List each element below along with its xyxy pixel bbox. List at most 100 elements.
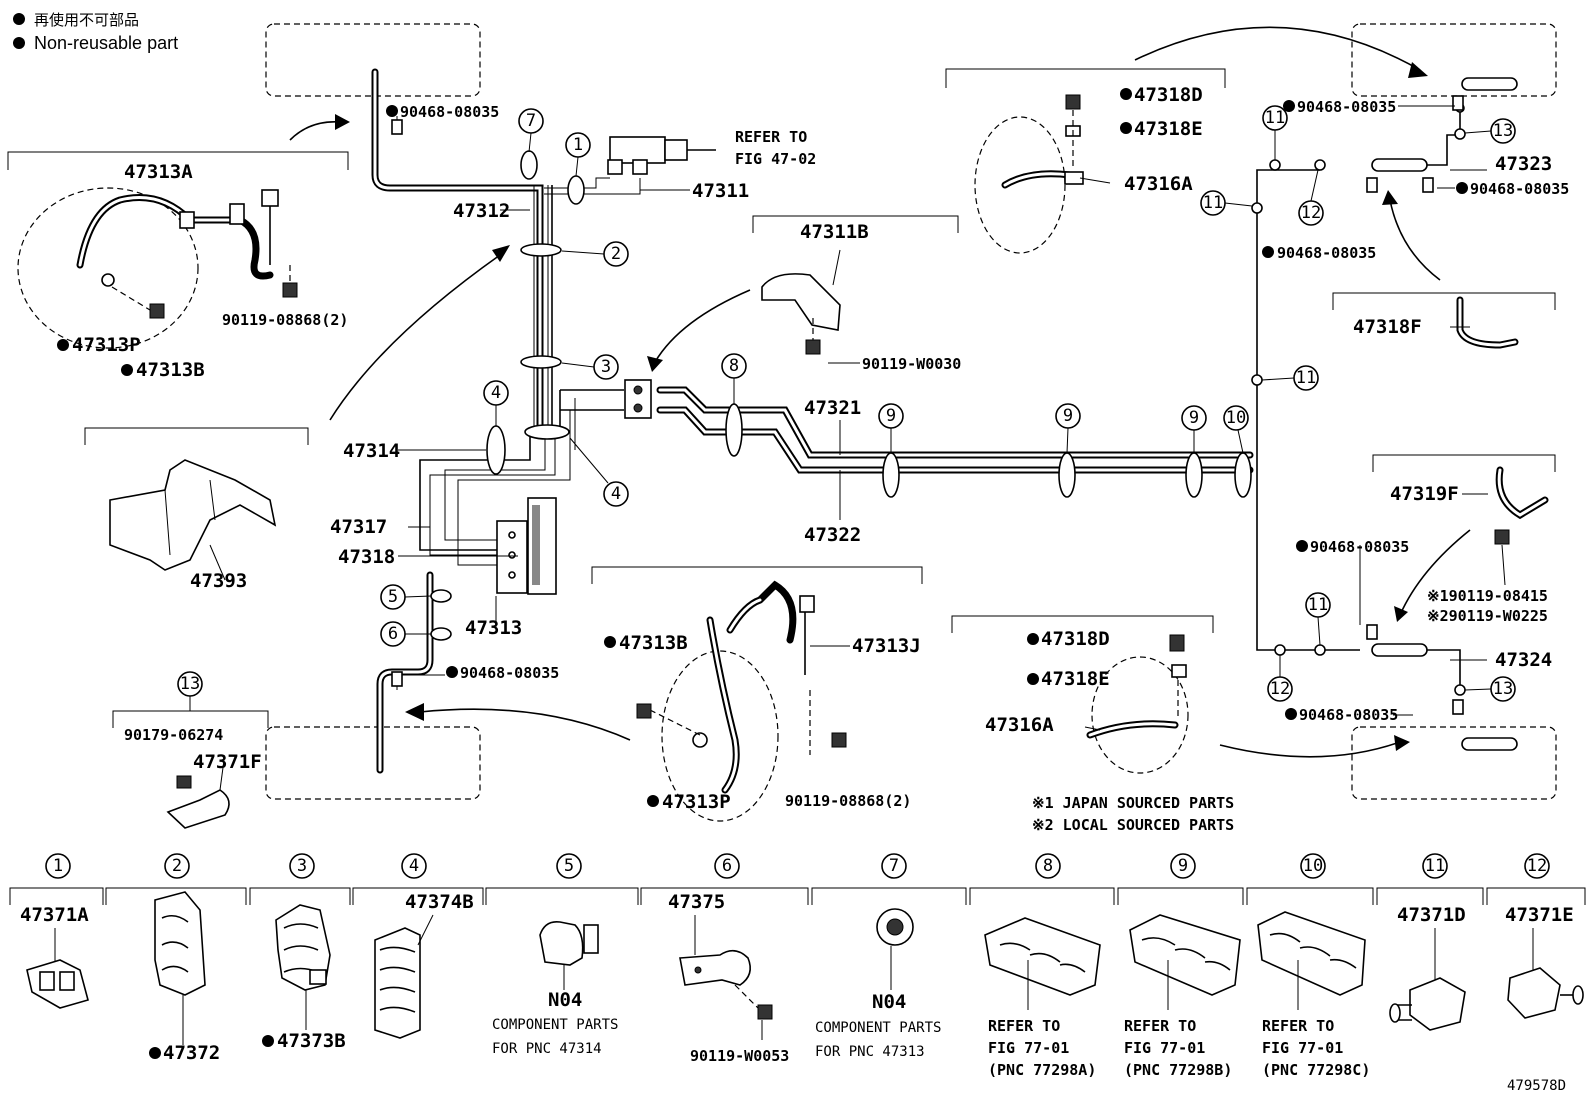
label-47313B-mid: 47313B: [619, 632, 688, 654]
label-47313P-mid: 47313P: [662, 791, 731, 813]
bottom-callout-6: 6: [722, 856, 732, 876]
bottom-note-10-line1: REFER TO: [1262, 1017, 1334, 1035]
label-90119-08868-left: 90119-08868(2): [222, 311, 348, 329]
flow-arrows: [289, 26, 1471, 758]
callout-12a: 12: [1301, 203, 1321, 223]
bottom-label-47375: 47375: [668, 891, 725, 913]
label-47316A-bottom: 47316A: [985, 714, 1054, 736]
leader-lines: [209, 105, 1506, 791]
label-47313A: 47313A: [124, 161, 193, 183]
callout-9b: 9: [1063, 406, 1073, 426]
bottom-note-8-line1: REFER TO: [988, 1017, 1060, 1035]
label-47314: 47314: [343, 440, 400, 462]
bottom-note-6: 90119-W0053: [690, 1047, 789, 1065]
label-47321: 47321: [804, 397, 861, 419]
callout-7: 7: [526, 111, 536, 131]
bottom-callout-12: 12: [1527, 856, 1547, 876]
non-reusable-bullets: [57, 88, 1468, 1059]
label-47313B-left: 47313B: [136, 359, 205, 381]
label-90119-W0030: 90119-W0030: [862, 355, 961, 373]
bottom-callout-7: 7: [889, 856, 899, 876]
bottom-note-7-line2: FOR PNC 47313: [815, 1044, 925, 1060]
label-refer-fig-line1: REFER TO: [735, 128, 807, 146]
label-47318D-top: 47318D: [1134, 84, 1203, 106]
label-47311B: 47311B: [800, 221, 869, 243]
label-90119-08868-mid: 90119-08868(2): [785, 792, 911, 810]
label-47322: 47322: [804, 524, 861, 546]
bottom-note-8-line2: FIG 77-01: [988, 1039, 1069, 1057]
label-90119-W0225: ※290119-W0225: [1427, 607, 1548, 625]
label-47318E-bottom: 47318E: [1041, 668, 1110, 690]
label-47316A-top: 47316A: [1124, 173, 1193, 195]
label-47393: 47393: [190, 570, 247, 592]
callout-10: 10: [1226, 408, 1246, 428]
note-local-sourced: ※2 LOCAL SOURCED PARTS: [1032, 816, 1234, 834]
bottom-note-9-line1: REFER TO: [1124, 1017, 1196, 1035]
center-tube-bundle: [371, 68, 716, 774]
label-90468-08035-r2: 90468-08035: [1299, 706, 1398, 724]
figure-code: 479578D: [1507, 1078, 1566, 1094]
label-47371F: 47371F: [193, 751, 262, 773]
hose-assemblies: [17, 94, 1549, 829]
bottom-callout-2: 2: [172, 856, 182, 876]
callout-5: 5: [388, 587, 398, 607]
bottom-callout-8: 8: [1043, 856, 1053, 876]
legend: 再使用不可部品 Non-reusable part: [13, 11, 178, 53]
label-90468-08035-tr3: 90468-08035: [1277, 244, 1376, 262]
label-47319F: 47319F: [1390, 483, 1459, 505]
label-90468-08035-mid-left: 90468-08035: [460, 664, 559, 682]
label-refer-fig-line2: FIG 47-02: [735, 150, 816, 168]
bottom-note-10-line2: FIG 77-01: [1262, 1039, 1343, 1057]
bottom-label-N04-1: N04: [548, 989, 582, 1011]
callout-4a: 4: [491, 383, 501, 403]
bottom-note-9-line2: FIG 77-01: [1124, 1039, 1205, 1057]
bottom-callout-4: 4: [409, 856, 419, 876]
label-47311: 47311: [692, 180, 749, 202]
callout-6: 6: [388, 624, 398, 644]
callout-13c: 13: [180, 674, 200, 694]
label-47324: 47324: [1495, 649, 1552, 671]
label-47312: 47312: [453, 200, 510, 222]
label-90468-08035-top-left: 90468-08035: [400, 103, 499, 121]
callout-9c: 9: [1189, 408, 1199, 428]
label-47318F: 47318F: [1353, 316, 1422, 338]
callout-11c: 11: [1296, 368, 1316, 388]
bottom-label-47371E: 47371E: [1505, 904, 1574, 926]
attachment-boxes: [265, 23, 1557, 800]
bottom-label-47374B: 47374B: [405, 891, 474, 913]
label-90468-08035-tr1: 90468-08035: [1297, 98, 1396, 116]
callout-4b: 4: [611, 484, 621, 504]
callout-3: 3: [601, 357, 611, 377]
callout-13a: 13: [1493, 121, 1513, 141]
label-47313P-left: 47313P: [72, 334, 141, 356]
callout-13b: 13: [1493, 679, 1513, 699]
callout-12b: 12: [1270, 679, 1290, 699]
label-47313J: 47313J: [852, 635, 921, 657]
callout-9a: 9: [886, 406, 896, 426]
callout-2: 2: [611, 244, 621, 264]
bottom-callout-3: 3: [297, 856, 307, 876]
label-47318D-bottom: 47318D: [1041, 628, 1110, 650]
callout-11b: 11: [1203, 193, 1223, 213]
bottom-label-N04-2: N04: [872, 991, 906, 1013]
callout-11d: 11: [1308, 595, 1328, 615]
bottom-label-47373B: 47373B: [277, 1030, 346, 1052]
bottom-label-47372: 47372: [163, 1042, 220, 1064]
bottom-label-47371D: 47371D: [1397, 904, 1466, 926]
label-90468-08035-tr2: 90468-08035: [1470, 180, 1569, 198]
label-47317: 47317: [330, 516, 387, 538]
bottom-note-8-line3: (PNC 77298A): [988, 1061, 1096, 1079]
callouts-main: 7 1 2 3 4 4 5 6 8 9 9 9 10 11 11 12 13 1…: [177, 105, 1516, 711]
part-labels: 47313A 47313P 47313B 90119-08868(2) 9046…: [72, 84, 1569, 834]
main-run-tubes: [656, 77, 1518, 751]
callout-11a: 11: [1265, 108, 1285, 128]
label-47318: 47318: [338, 546, 395, 568]
label-47323: 47323: [1495, 153, 1552, 175]
legend-jp: 再使用不可部品: [34, 11, 139, 29]
bottom-callout-10: 10: [1303, 856, 1323, 876]
bottom-note-5-line1: COMPONENT PARTS: [492, 1017, 618, 1033]
label-90179-06274: 90179-06274: [124, 726, 223, 744]
bottom-note-9-line3: (PNC 77298B): [1124, 1061, 1232, 1079]
label-90468-08035-r1: 90468-08035: [1310, 538, 1409, 556]
